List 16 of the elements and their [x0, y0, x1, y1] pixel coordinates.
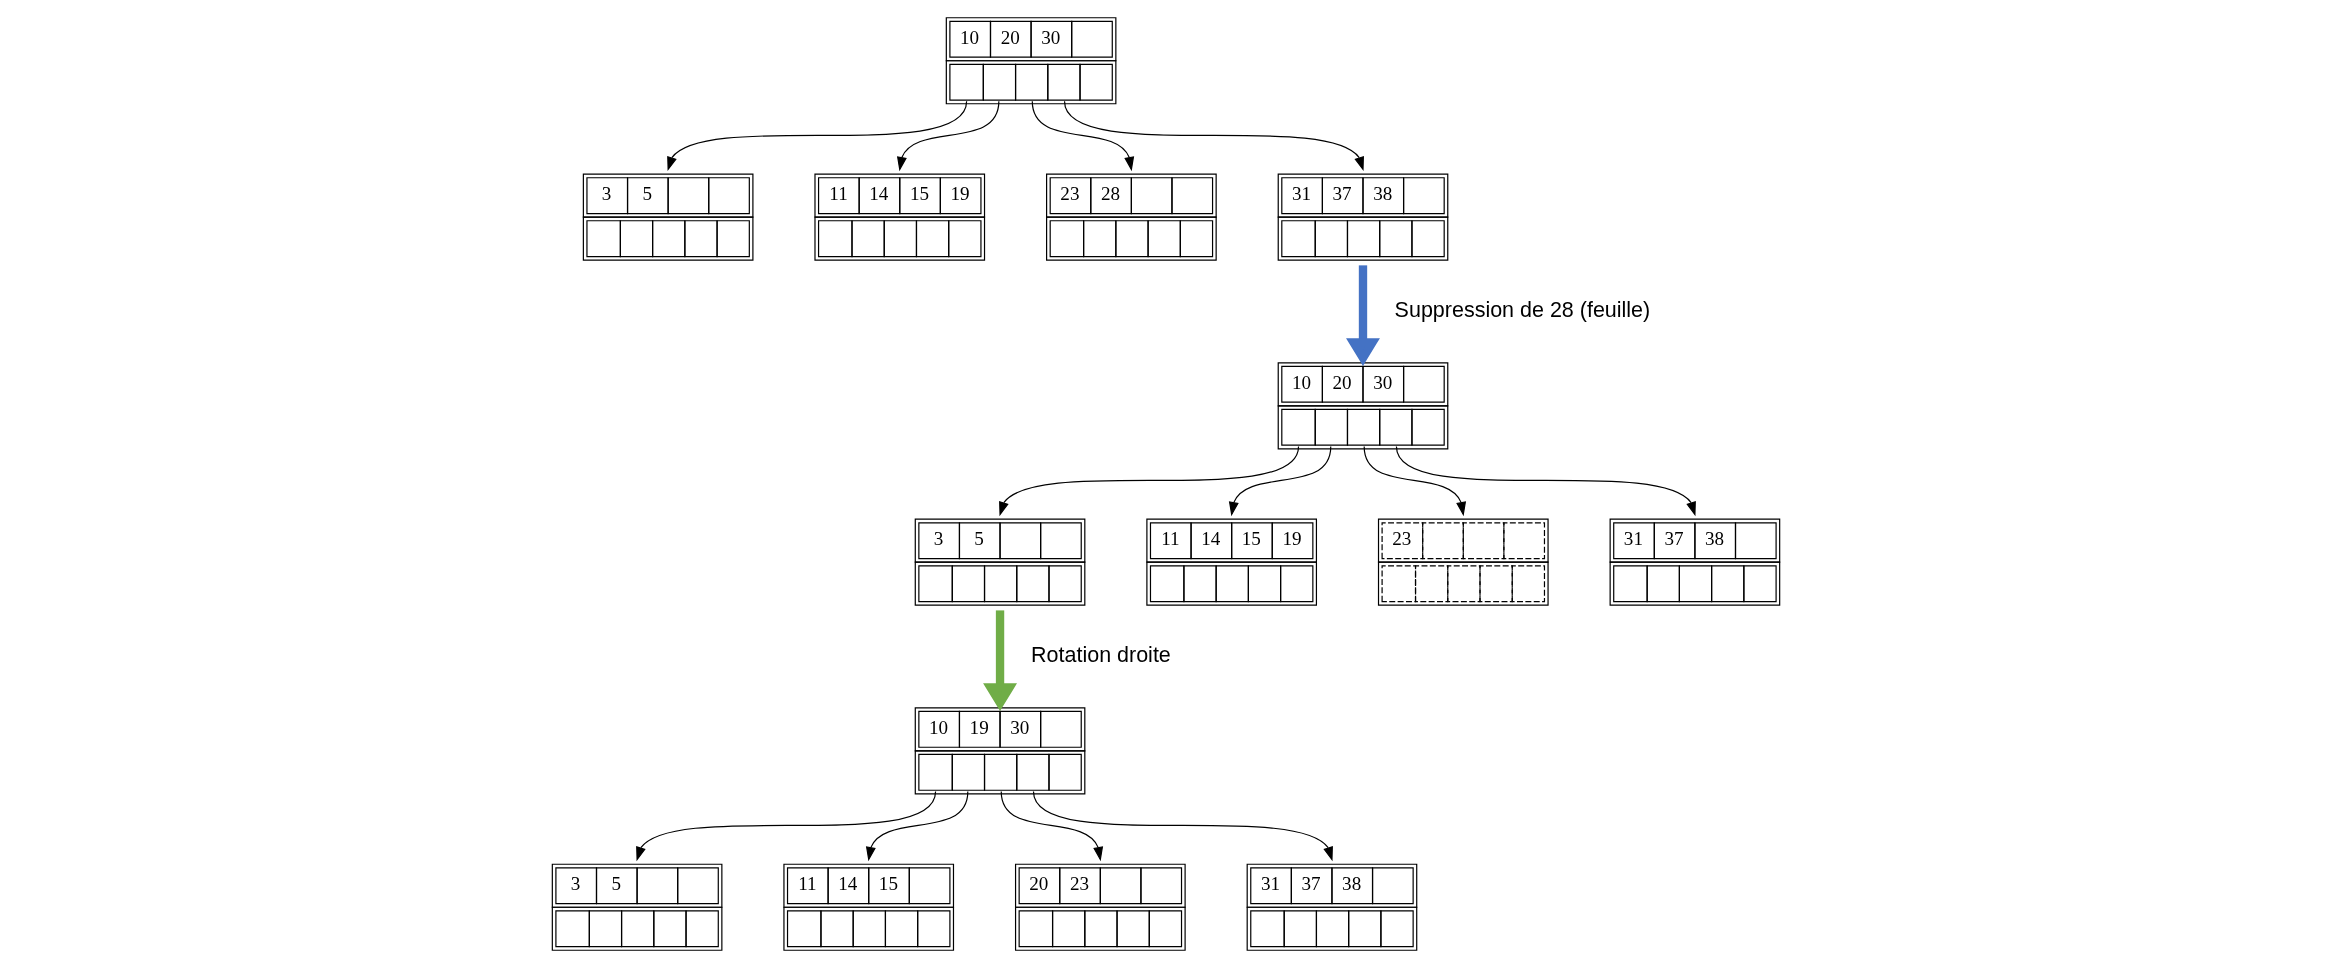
- arrow: [1032, 790, 1333, 862]
- arrow: [666, 100, 967, 172]
- arrow: [1345, 265, 1380, 366]
- edge-label: Suppression de 28 (feuille): [1394, 297, 1650, 322]
- arrow: [1063, 100, 1364, 172]
- arrow: [1228, 445, 1331, 517]
- arrow: [998, 445, 1299, 517]
- arrow: [1363, 445, 1466, 517]
- arrow: [896, 100, 999, 172]
- arrow: [865, 790, 968, 862]
- arrow: [635, 790, 936, 862]
- arrow: [1031, 100, 1134, 172]
- edge-label: Rotation droite: [1030, 642, 1171, 667]
- arrow: [1000, 790, 1103, 862]
- arrow: [982, 610, 1017, 711]
- arrow: [1395, 445, 1696, 517]
